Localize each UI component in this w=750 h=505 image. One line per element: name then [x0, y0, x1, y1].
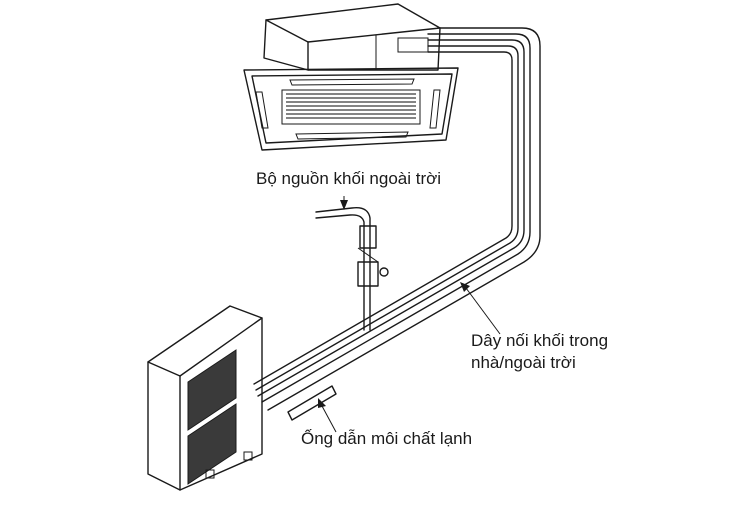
power-source-label: Bộ nguồn khối ngoài trời	[256, 169, 442, 188]
indoor-unit-panel	[243, 67, 459, 151]
connection-cable-label: Dây nối khối trong nhà/ngoài trời	[471, 330, 608, 374]
power-connector-upper	[359, 225, 377, 249]
piping-bundle	[253, 27, 541, 421]
power-arrow-icon	[340, 200, 348, 210]
indoor-cassette-unit	[243, 3, 459, 151]
pipe-arrow-icon	[318, 398, 326, 408]
power-supply-cable	[315, 207, 389, 331]
connection-cable-label-line2: nhà/ngoài trời	[471, 353, 576, 372]
indoor-unit-body	[263, 3, 441, 71]
outdoor-unit	[147, 305, 263, 491]
power-connector-lower	[357, 261, 379, 287]
connection-cable-label-line1: Dây nối khối trong	[471, 331, 609, 350]
cable-arrow-icon	[460, 282, 470, 292]
outdoor-unit-fan	[187, 349, 237, 485]
refrigerant-pipe-label: Ống dẫn môi chất lạnh	[301, 429, 473, 448]
indoor-unit-grille	[281, 89, 421, 125]
leader-arrows	[318, 196, 501, 433]
